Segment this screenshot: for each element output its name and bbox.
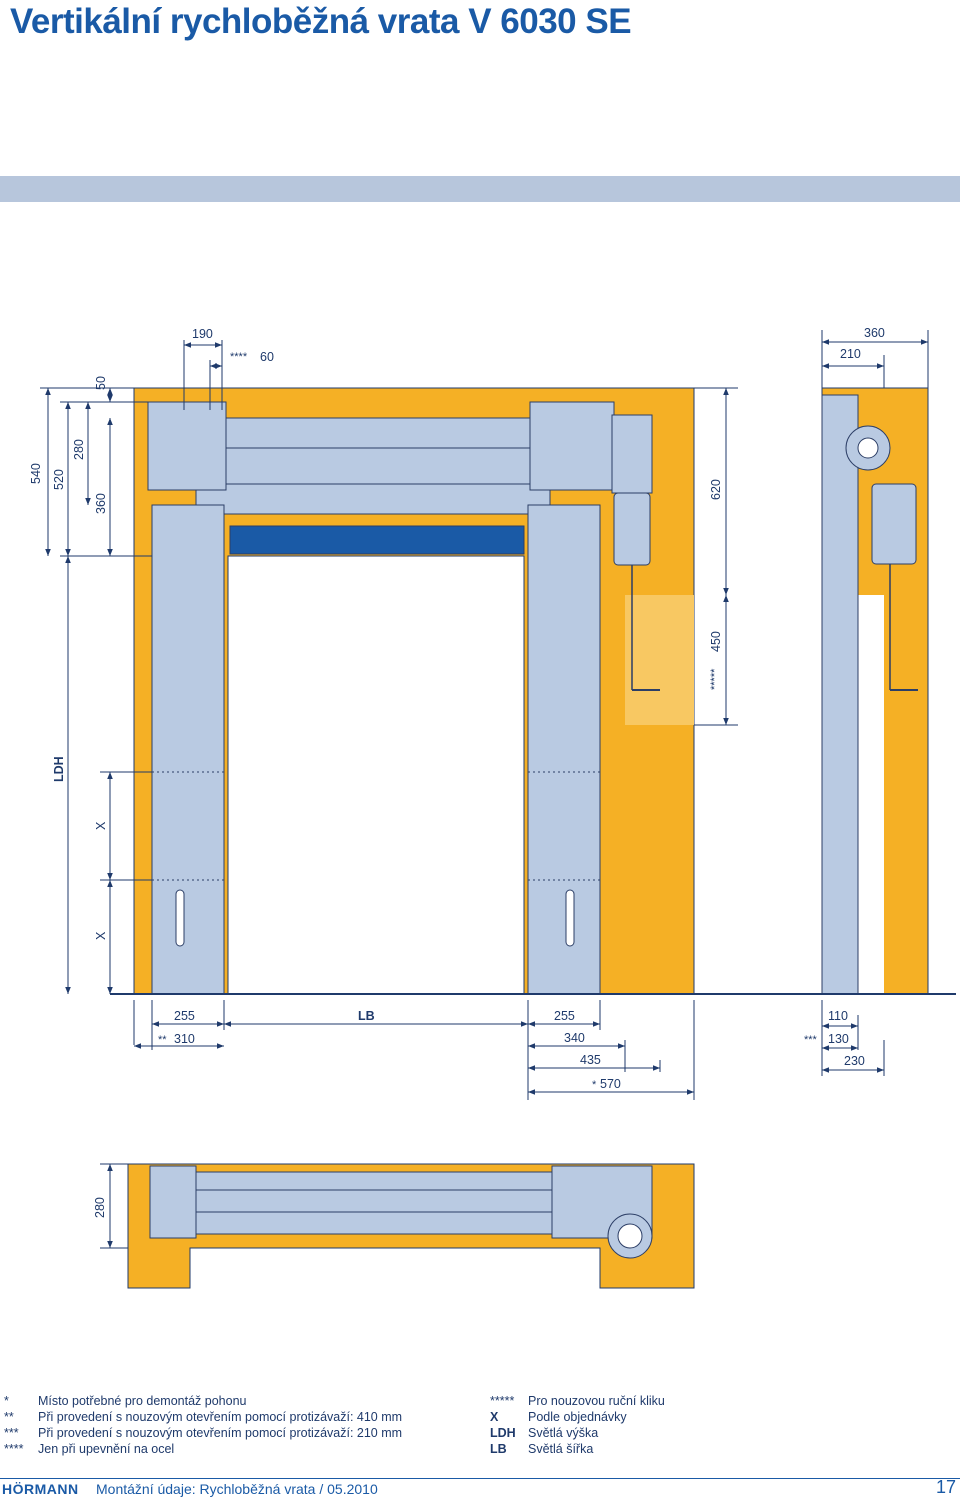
legend-row: ***** Pro nouzovou ruční kliku <box>490 1393 790 1409</box>
footer-divider <box>0 1478 960 1479</box>
brand-logo: HÖRMANN <box>2 1481 79 1497</box>
legend-text: Světlá šířka <box>528 1442 594 1456</box>
plan-view <box>100 1163 695 1289</box>
dim-60-mark: **** <box>230 351 248 363</box>
legend-key: ** <box>4 1410 14 1424</box>
dim-310: 310 <box>174 1032 195 1046</box>
legend-text: Při provedení s nouzovým otevřením pomoc… <box>38 1426 403 1440</box>
dim-190: 190 <box>192 327 213 341</box>
side-view <box>821 387 929 995</box>
dim-310-mark: ** <box>158 1034 167 1046</box>
legend-left: * Místo potřebné pro demontáž pohonu ** Př… <box>4 1393 474 1457</box>
dim-570-mark: * <box>592 1079 597 1091</box>
dim-540: 540 <box>29 463 43 484</box>
dim-60: 60 <box>260 350 274 364</box>
legend-key: LDH <box>490 1426 516 1440</box>
legend-text: Jen při upevnění na ocel <box>38 1442 175 1456</box>
legend-text: Při provedení s nouzovým otevřením pomoc… <box>38 1410 403 1424</box>
dim-340: 340 <box>564 1031 585 1045</box>
legend-row: **** Jen při upevnění na ocel <box>4 1441 474 1457</box>
legend-key: *** <box>4 1426 19 1440</box>
dim-ldh: LDH <box>52 756 66 782</box>
dimension-lines <box>40 330 929 1100</box>
dim-570: 570 <box>600 1077 621 1091</box>
dim-x-2: X <box>94 931 108 940</box>
dim-210-top: 210 <box>840 347 861 361</box>
dim-lb: LB <box>358 1009 375 1023</box>
dim-450-mark: ***** <box>709 668 721 690</box>
legend-key: LB <box>490 1442 507 1456</box>
dim-360-left: 360 <box>94 493 108 514</box>
legend-key: **** <box>4 1442 24 1456</box>
dim-450: 450 <box>709 631 723 652</box>
roller-drum <box>147 401 615 555</box>
header-band <box>0 176 960 202</box>
dim-280-plan: 280 <box>93 1197 107 1218</box>
page-number: 17 <box>935 1477 956 1497</box>
dim-360-top: 360 <box>864 326 885 340</box>
dim-230: 230 <box>844 1054 865 1068</box>
side-frames <box>151 504 601 995</box>
dim-130-mark: *** <box>804 1034 818 1046</box>
dim-255-right: 255 <box>554 1009 575 1023</box>
legend-row: ** Při provedení s nouzovým otevřením pom… <box>4 1409 474 1425</box>
footer-text: Montážní údaje: Rychloběžná vrata / 05.2… <box>96 1481 378 1497</box>
legend-row: LDH Světlá výška <box>490 1425 790 1441</box>
legend-text: Místo potřebné pro demontáž pohonu <box>38 1394 247 1408</box>
page-title: Vertikální rychloběžná vrata V 6030 SE <box>10 2 632 41</box>
dim-255-left: 255 <box>174 1009 195 1023</box>
dim-x-1: X <box>94 821 108 830</box>
dim-435: 435 <box>580 1053 601 1067</box>
legend-text: Pro nouzovou ruční kliku <box>528 1394 665 1408</box>
dim-620: 620 <box>709 479 723 500</box>
legend-row: LB Světlá šířka <box>490 1441 790 1457</box>
dim-110: 110 <box>828 1009 848 1023</box>
legend-row: X Podle objednávky <box>490 1409 790 1425</box>
legend-key: * <box>4 1394 9 1408</box>
dim-280: 280 <box>72 439 86 460</box>
dim-50: 50 <box>94 376 108 390</box>
legend-right: ***** Pro nouzovou ruční kliku X Podle obj… <box>490 1393 790 1457</box>
legend-text: Světlá výška <box>528 1426 599 1440</box>
legend-key: ***** <box>490 1394 515 1408</box>
legend-row: * Místo potřebné pro demontáž pohonu <box>4 1393 474 1409</box>
legend-text: Podle objednávky <box>528 1410 627 1424</box>
drive-motor <box>611 414 660 691</box>
legend-row: *** Při provedení s nouzovým otevřením po… <box>4 1425 474 1441</box>
dim-520: 520 <box>52 469 66 490</box>
dim-130: 130 <box>828 1032 849 1046</box>
legend-key: X <box>490 1410 499 1424</box>
